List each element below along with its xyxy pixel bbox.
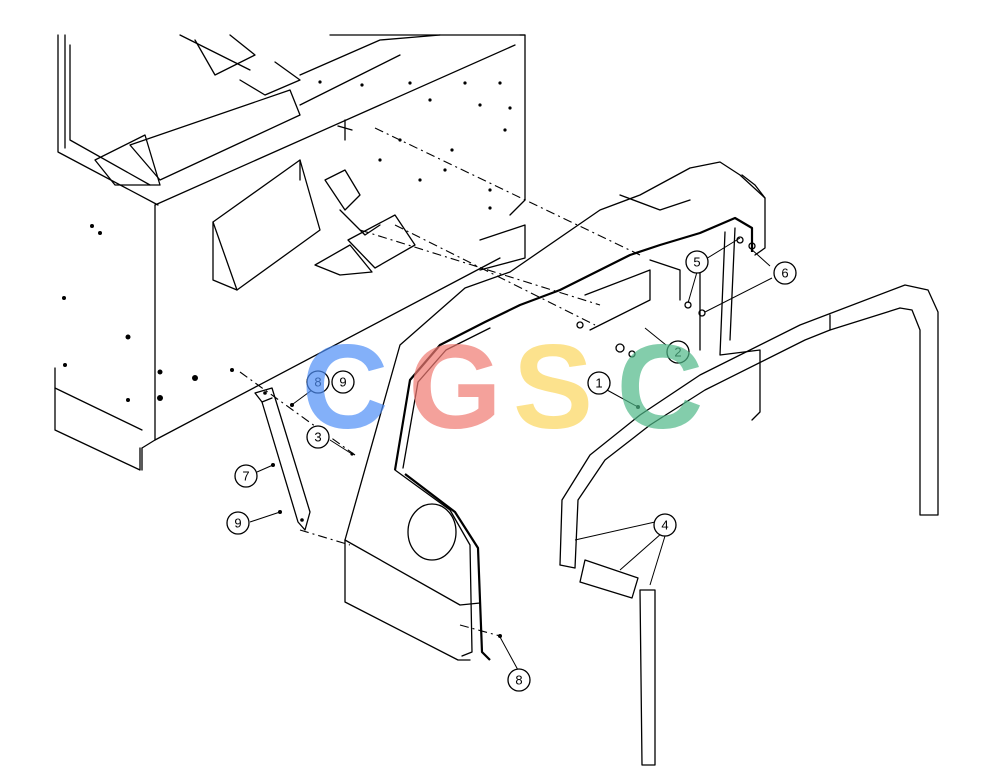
cabinet-body <box>54 34 526 471</box>
watermark-logo: C G S C <box>302 320 704 454</box>
svg-text:1: 1 <box>595 376 602 391</box>
callout-9-lower: 9 <box>226 511 250 535</box>
svg-text:8: 8 <box>314 375 321 390</box>
svg-text:9: 9 <box>234 516 241 531</box>
svg-text:4: 4 <box>661 518 668 533</box>
watermark-letter-1: C <box>302 320 389 454</box>
svg-text:7: 7 <box>242 469 249 484</box>
side-panel <box>344 161 766 661</box>
svg-text:3: 3 <box>314 430 321 445</box>
watermark-letter-3: S <box>513 320 593 454</box>
callout-1: 1 <box>587 371 611 395</box>
callout-4: 4 <box>653 513 677 537</box>
watermark-letter-4: C <box>617 320 704 454</box>
callout-7: 7 <box>234 464 258 488</box>
callout-leaders <box>249 237 773 671</box>
callout-2: 2 <box>666 340 690 364</box>
svg-text:2: 2 <box>674 345 681 360</box>
callout-8-lower: 8 <box>507 668 531 692</box>
svg-text:8: 8 <box>515 673 522 688</box>
svg-text:6: 6 <box>781 266 788 281</box>
watermark-letter-2: G <box>408 320 501 454</box>
callout-6: 6 <box>773 261 797 285</box>
trim-strip <box>559 284 939 766</box>
bracket <box>254 387 311 531</box>
callout-8-upper: 8 <box>306 370 330 394</box>
assembly-lines <box>239 127 641 637</box>
callout-3: 3 <box>306 425 330 449</box>
svg-text:5: 5 <box>693 255 700 270</box>
hardware-parts <box>271 236 756 638</box>
callout-5: 5 <box>685 250 709 274</box>
svg-text:9: 9 <box>339 375 346 390</box>
callout-9-upper: 9 <box>331 370 355 394</box>
